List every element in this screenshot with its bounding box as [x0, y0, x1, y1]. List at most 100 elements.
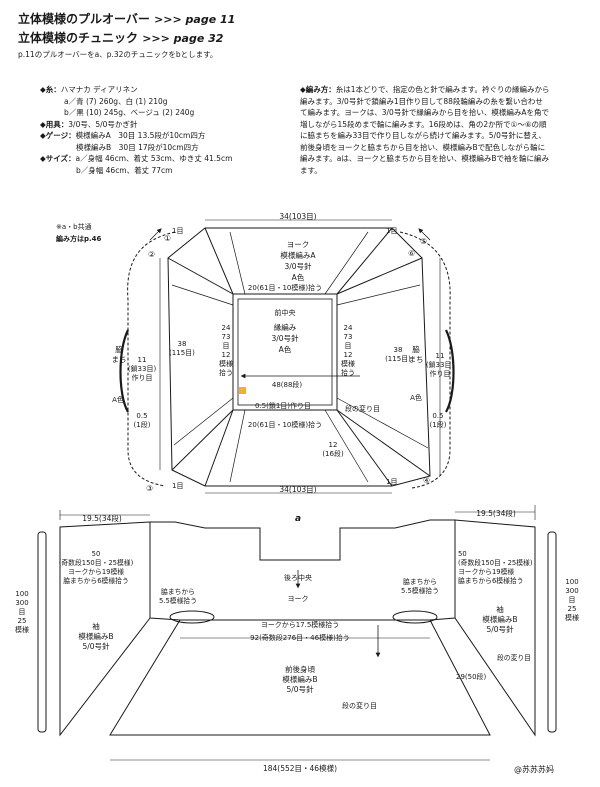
title-pullover: 立体模様のプルオーバー >>> page 11: [18, 10, 235, 27]
gusset-right-count-line: (鎖33目): [426, 360, 455, 369]
step-4: ④: [423, 476, 430, 485]
watermark: @苏苏苏妈: [514, 764, 554, 774]
gusset-pick-right-line: 5.5模様拾う: [401, 586, 439, 595]
side-right-count-line: 模様: [341, 359, 355, 368]
edge-color: A色: [279, 344, 292, 354]
instructions-body: 糸は1本どりで、指定の色と針で編みます。衿ぐりの縁編みから編みます。3/0号針で…: [300, 85, 550, 175]
gusset-pick-left-line: 脇まちから: [161, 588, 195, 596]
sleeve-length-left-line: 25: [18, 617, 27, 625]
sleeve-length-left-line: 100: [15, 590, 28, 598]
cuff-left: [37, 531, 47, 733]
left-width: 19.5(34段): [82, 513, 122, 523]
row-change-body: 段の変り目: [342, 701, 377, 710]
yoke-color: A色: [292, 272, 305, 282]
sleeve-left-label-line: 5/0号針: [82, 641, 110, 651]
twelve-rows-line: (16段): [322, 449, 344, 458]
gusset-left-label: 脇まち: [112, 345, 127, 364]
side-left-count-line: 模様: [219, 359, 233, 368]
gusset-right-label-line: 脇: [412, 345, 420, 354]
row-change-sleeve: 段の変り目: [497, 653, 531, 662]
one-row-left-top: 1目: [172, 227, 183, 235]
sleeve-pick-left-line: (奇数段150目・25模様): [59, 558, 134, 567]
step-markers: ① ② ③ ④ ⑤ ⑥: [146, 234, 430, 493]
gusset-right-label-line: まち: [409, 355, 424, 364]
yoke-label: ヨーク: [287, 240, 310, 249]
gusset-pick-left-line: 5.5模様拾う: [159, 596, 197, 605]
gauge-b: 模様編みB 30目 17段が10cm四方: [76, 142, 199, 152]
height-left: 38(115目): [169, 340, 195, 357]
height-right-line: (115目): [385, 355, 411, 363]
small-row-right: 0.5(1段): [430, 412, 447, 429]
side-right-count-line: 目: [345, 342, 352, 350]
sleeve-left: [59, 521, 151, 737]
body-label-line: 5/0号針: [286, 684, 314, 694]
height-left-line: 38: [178, 340, 187, 348]
tools-key: ◆用具：: [40, 119, 69, 129]
height-left-line: (115目): [169, 349, 195, 357]
yoke-body: ヨーク: [288, 595, 309, 603]
yoke-diagram: [119, 219, 455, 494]
sleeve-pick-right-line: 脇まちから6模様拾う: [458, 576, 524, 585]
sleeve-pick-left-line: ヨークから19模様: [68, 567, 124, 576]
sleeve-pick-right-line: 50: [458, 550, 467, 558]
sleeve-right-label-line: 袖: [496, 604, 504, 614]
neck-inner: [237, 298, 333, 406]
gusset-right: [445, 329, 455, 413]
side-left-count-line: 拾う: [219, 368, 233, 377]
rows-05: 0.5(鎖1目)作り目: [255, 401, 311, 410]
sleeve-pick-left-line: 脇まちから6模様拾う: [63, 576, 129, 585]
gusset-right-count: 11(鎖33目)作り目: [426, 352, 455, 378]
yarn-b: b／黒 (10) 245g、ベージュ (2) 240g: [64, 108, 195, 117]
neck-outer: [232, 293, 338, 411]
gusset-left: [119, 329, 129, 413]
inner-bottom: 20(61目・10模様)拾う: [248, 420, 322, 429]
gusset-left-label-line: 脇: [115, 345, 123, 354]
twelve-rows: 12(16段): [322, 441, 344, 458]
yoke-pattern: 模様編みA: [280, 250, 316, 260]
edge-label: 縁編み: [274, 322, 297, 332]
rows-48: 48(88段): [272, 380, 303, 389]
sleeve-length-right-line: 100: [565, 578, 578, 586]
common-label: ※a・b共通: [56, 222, 92, 231]
instructions: ◆編み方：糸は1本どりで、指定の色と針で編みます。衿ぐりの縁編みから編みます。3…: [300, 84, 550, 176]
small-row-left: 0.5(1段): [134, 412, 151, 429]
sleeve-length-left-line: 300: [15, 599, 28, 607]
bottom-width: 34(103目): [279, 485, 316, 494]
one-row-right-bottom: 1目: [386, 478, 397, 486]
subtitle: p.11のプルオーバーをa、p.32のチュニックをbとします。: [18, 50, 218, 59]
body-diagram: [37, 505, 557, 761]
front-center: 前中央: [275, 308, 296, 317]
gusset-left-count-line: (鎖33目): [128, 364, 157, 373]
sleeve-length-right-line: 300: [565, 587, 578, 595]
step-2: ②: [148, 250, 155, 259]
gusset-left-count-line: 作り目: [132, 373, 153, 382]
materials-block: ◆糸：ハマナカ ディアリネン a／青 (7) 260g、白 (1) 210g b…: [40, 84, 232, 176]
step-1: ①: [164, 234, 171, 243]
step-6: ⑥: [408, 249, 415, 258]
variant-label: a: [295, 514, 301, 524]
sleeve-length-right-line: 模様: [565, 613, 579, 622]
gusset-left-count: 11(鎖33目)作り目: [128, 356, 157, 382]
sleeve-length-right-line: 目: [569, 596, 576, 604]
size-b: b／身幅 46cm、着丈 77cm: [76, 165, 173, 175]
side-left-count-line: 目: [223, 342, 230, 350]
edge-needle: 3/0号針: [271, 333, 299, 343]
one-row-right-top: 1目: [386, 227, 397, 235]
sleeve-length-right-line: 25: [568, 605, 577, 613]
step-5: ⑤: [420, 237, 427, 246]
gusset-right-dashed: [399, 231, 451, 489]
height-right: 38(115目): [385, 346, 411, 363]
gusset-right-color: A色: [410, 393, 422, 402]
row-change-sleeve-line: 段の変り目: [497, 653, 531, 662]
title-tunic-page: >>> page 32: [142, 32, 224, 45]
gusset-left-color: A色: [112, 395, 124, 404]
